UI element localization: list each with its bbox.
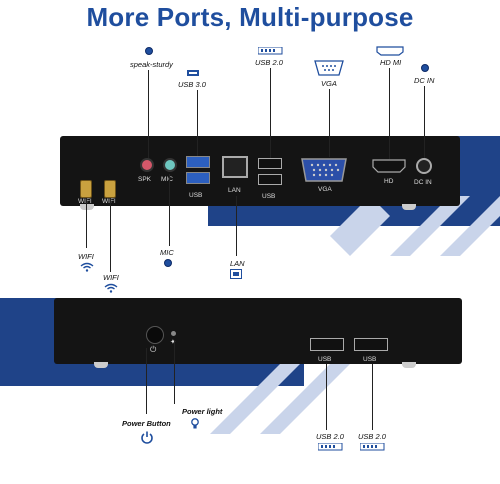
wifi-icon: [104, 283, 118, 293]
power-button-line: [146, 348, 147, 414]
usb-icon: [187, 70, 199, 76]
usb3-port-bottom: [186, 172, 210, 184]
bottom-stripes: [210, 364, 350, 434]
lan-port-label: LAN: [228, 187, 241, 194]
usb-icon: [258, 47, 283, 55]
spk-jack: [140, 158, 154, 172]
lan-line: [236, 196, 237, 256]
antenna-2-label: WIFI: [102, 198, 116, 205]
vga-label: VGA: [321, 79, 337, 88]
usb2-b-label: USB 2.0: [358, 432, 386, 441]
dc-power-icon: [421, 64, 429, 72]
antenna-1-label: WIFI: [78, 198, 92, 205]
device-foot-left: [80, 204, 94, 210]
front-usb2-label: USB: [363, 356, 377, 363]
mic-line: [169, 174, 170, 246]
light-glyph: ✦: [170, 339, 176, 346]
wifi-icon: [80, 262, 94, 272]
mic-side-label: MIC: [160, 248, 174, 257]
power-light-line: [174, 340, 175, 404]
speak-label: speak-sturdy: [130, 60, 173, 69]
wifi2-side-label: WIFI: [103, 273, 119, 282]
light-bulb-icon: [191, 418, 199, 429]
power-symbol-glyph: ⏻: [150, 345, 157, 354]
usb2-port-label: USB: [262, 193, 276, 200]
wifi1-line: [86, 198, 87, 248]
usb2-port-bottom: [258, 174, 282, 185]
front-usb-port-1: [310, 338, 344, 351]
mic-icon: [164, 259, 172, 267]
device-foot-right: [402, 204, 416, 210]
usb-icon: [318, 443, 343, 451]
front-usb-port-2: [354, 338, 388, 351]
dc-in-port: [416, 158, 432, 174]
power-icon: [141, 431, 153, 444]
vga-port-label: VGA: [318, 186, 332, 193]
usb2-b-line: [372, 364, 373, 430]
power-button[interactable]: [146, 326, 164, 344]
usb-icon: [360, 443, 385, 451]
power-light: [171, 331, 176, 336]
vga-port: [301, 158, 347, 182]
mic-jack: [163, 158, 177, 172]
wifi2-line: [110, 198, 111, 272]
antenna-1: [80, 180, 92, 198]
spk-port-label: SPK: [138, 176, 152, 183]
device-foot-right: [402, 362, 416, 368]
lan-port: [222, 156, 248, 178]
device-foot-left: [94, 362, 108, 368]
front-usb1-label: USB: [318, 356, 332, 363]
page-title: More Ports, Multi-purpose: [86, 2, 414, 32]
dcin-line: [424, 86, 425, 158]
usb2-a-line: [326, 364, 327, 430]
hd-port-label: HD: [384, 178, 394, 185]
speak-line: [148, 70, 149, 158]
usb3-port-top: [186, 156, 210, 168]
usb2-top-label: USB 2.0: [255, 58, 283, 67]
hdmi-icon: [376, 46, 404, 56]
mic-port-label: MIC: [161, 176, 173, 183]
usb3-label: USB 3.0: [178, 80, 206, 89]
lan-icon: [230, 269, 242, 279]
power-light-label: Power light: [182, 407, 223, 416]
hdmi-line: [389, 68, 390, 159]
top-stripes: [330, 196, 500, 256]
dcin-label: DC IN: [414, 76, 435, 85]
vga-line: [329, 89, 330, 157]
usb2-top-line: [270, 68, 271, 158]
usb2-a-label: USB 2.0: [316, 432, 344, 441]
hdmi-port: [372, 159, 406, 173]
usb3-line: [197, 90, 198, 156]
usb3-port-label: USB: [189, 192, 203, 199]
antenna-2: [104, 180, 116, 198]
front-panel-device: [54, 298, 462, 364]
dc-in-port-label: DC IN: [414, 179, 432, 186]
speak-dot-icon: [145, 47, 153, 55]
wifi1-side-label: WIFI: [78, 252, 94, 261]
power-button-label: Power Button: [122, 419, 171, 428]
hdmi-label: HD MI: [380, 58, 402, 67]
usb2-port-top: [258, 158, 282, 169]
lan-side-label: LAN: [230, 259, 245, 268]
vga-port-icon: [314, 60, 344, 76]
